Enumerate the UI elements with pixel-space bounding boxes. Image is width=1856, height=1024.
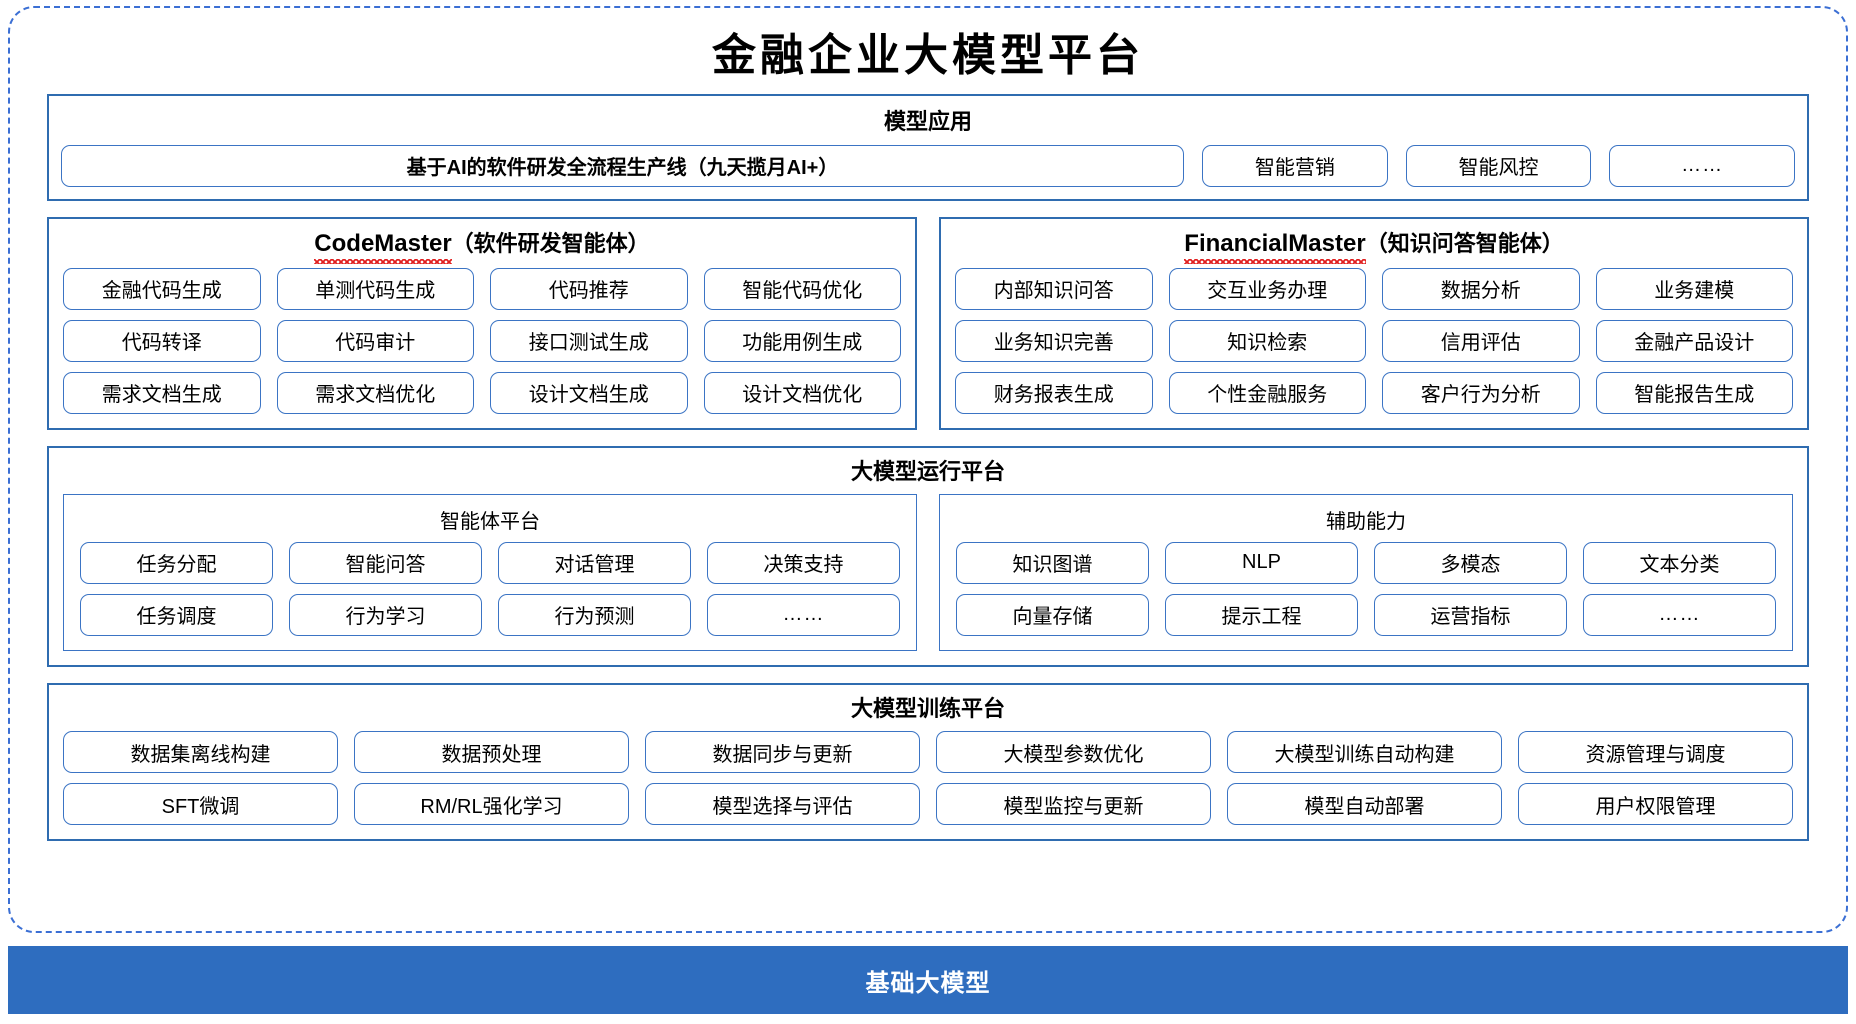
chip-design-doc-gen[interactable]: 设计文档生成 [490,371,688,414]
financialmaster-cn-name: （知识问答智能体） [1365,230,1564,256]
section-title-training-platform: 大模型训练平台 [850,695,1005,721]
chip-design-doc-optimize[interactable]: 设计文档优化 [703,371,901,414]
chip-sft-finetune[interactable]: SFT微调 [63,783,338,826]
chip-operation-metrics[interactable]: 运营指标 [1374,593,1567,636]
auxiliary-row-2: 向量存储 提示工程 运营指标 …… [956,593,1776,636]
agent-platform-row-1: 任务分配 智能问答 对话管理 决策支持 [80,541,900,584]
app-chip-ai-pipeline[interactable]: 基于AI的软件研发全流程生产线（九天揽月AI+） [61,144,1184,187]
chip-financial-report-gen[interactable]: 财务报表生成 [955,371,1153,414]
model-application-row: 基于AI的软件研发全流程生产线（九天揽月AI+） 智能营销 智能风控 …… [61,144,1796,187]
app-chip-smart-risk-control[interactable]: 智能风控 [1405,144,1592,187]
codemaster-row-3: 需求文档生成 需求文档优化 设计文档生成 设计文档优化 [63,371,901,414]
chip-behavior-learning[interactable]: 行为学习 [289,593,482,636]
subpanel-title-agent-platform: 智能体平台 [440,510,540,533]
chip-task-allocation[interactable]: 任务分配 [80,541,273,584]
runtime-subpanels: 智能体平台 任务分配 智能问答 对话管理 决策支持 任务调度 行为学习 行为预测… [63,493,1793,651]
chip-internal-knowledge-qa[interactable]: 内部知识问答 [955,267,1153,310]
subpanel-agent-platform: 智能体平台 任务分配 智能问答 对话管理 决策支持 任务调度 行为学习 行为预测… [63,493,917,651]
financialmaster-row-3: 财务报表生成 个性金融服务 客户行为分析 智能报告生成 [955,371,1793,414]
chip-code-audit[interactable]: 代码审计 [276,319,474,362]
chip-code-recommend[interactable]: 代码推荐 [490,267,688,310]
chip-model-monitor-update[interactable]: 模型监控与更新 [936,783,1211,826]
chip-vector-store[interactable]: 向量存储 [956,593,1149,636]
chip-smart-qa[interactable]: 智能问答 [289,541,482,584]
chip-api-test-gen[interactable]: 接口测试生成 [490,319,688,362]
chip-dataset-offline-build[interactable]: 数据集离线构建 [63,731,338,774]
auxiliary-row-1: 知识图谱 NLP 多模态 文本分类 [956,541,1776,584]
chip-rm-rl-reinforcement[interactable]: RM/RL强化学习 [354,783,629,826]
chip-customer-behavior-analysis[interactable]: 客户行为分析 [1382,371,1580,414]
chip-task-scheduling[interactable]: 任务调度 [80,593,273,636]
section-training-platform: 大模型训练平台 数据集离线构建 数据预处理 数据同步与更新 大模型参数优化 大模… [47,682,1809,842]
chip-behavior-prediction[interactable]: 行为预测 [498,593,691,636]
chip-data-analysis[interactable]: 数据分析 [1382,267,1580,310]
chip-agent-platform-more[interactable]: …… [707,593,900,636]
chip-data-preprocess[interactable]: 数据预处理 [354,731,629,774]
training-row-1: 数据集离线构建 数据预处理 数据同步与更新 大模型参数优化 大模型训练自动构建 … [63,731,1793,774]
chip-code-translate[interactable]: 代码转译 [63,319,261,362]
agent-platform-row-2: 任务调度 行为学习 行为预测 …… [80,593,900,636]
subpanel-auxiliary-capability: 辅助能力 知识图谱 NLP 多模态 文本分类 向量存储 提示工程 运营指标 …… [939,493,1793,651]
financialmaster-latin-name: FinancialMaster [1184,229,1367,264]
chip-text-classification[interactable]: 文本分类 [1583,541,1776,584]
platform-content: 金融企业大模型平台 模型应用 基于AI的软件研发全流程生产线（九天揽月AI+） … [47,16,1809,916]
chip-knowledge-graph[interactable]: 知识图谱 [956,541,1149,584]
chip-smart-report-gen[interactable]: 智能报告生成 [1595,371,1793,414]
chip-data-sync-update[interactable]: 数据同步与更新 [645,731,920,774]
app-chip-more[interactable]: …… [1609,144,1796,187]
base-model-bar: 基础大模型 [8,946,1848,1014]
section-model-application: 模型应用 基于AI的软件研发全流程生产线（九天揽月AI+） 智能营销 智能风控 … [47,94,1809,201]
codemaster-row-2: 代码转译 代码审计 接口测试生成 功能用例生成 [63,319,901,362]
chip-financial-product-design[interactable]: 金融产品设计 [1595,319,1793,362]
section-title-model-application: 模型应用 [883,109,972,135]
page-title: 金融企业大模型平台 [712,31,1144,80]
agent-sections: CodeMaster（软件研发智能体） 金融代码生成 单测代码生成 代码推荐 智… [47,216,1809,430]
chip-financial-code-gen[interactable]: 金融代码生成 [63,267,261,310]
chip-model-auto-deploy[interactable]: 模型自动部署 [1227,783,1502,826]
chip-resource-management-scheduling[interactable]: 资源管理与调度 [1518,731,1793,774]
codemaster-cn-name: （软件研发智能体） [451,230,650,256]
section-title-codemaster: CodeMaster（软件研发智能体） [63,225,901,268]
chip-auxiliary-more[interactable]: …… [1583,593,1776,636]
section-title-runtime-platform: 大模型运行平台 [850,458,1005,484]
codemaster-row-1: 金融代码生成 单测代码生成 代码推荐 智能代码优化 [63,267,901,310]
chip-business-knowledge-improve[interactable]: 业务知识完善 [955,319,1153,362]
training-row-2: SFT微调 RM/RL强化学习 模型选择与评估 模型监控与更新 模型自动部署 用… [63,783,1793,826]
chip-requirement-doc-gen[interactable]: 需求文档生成 [63,371,261,414]
codemaster-latin-name: CodeMaster [314,229,453,264]
chip-requirement-doc-optimize[interactable]: 需求文档优化 [276,371,474,414]
chip-training-auto-build[interactable]: 大模型训练自动构建 [1227,731,1502,774]
chip-smart-code-optimize[interactable]: 智能代码优化 [703,267,901,310]
chip-credit-assessment[interactable]: 信用评估 [1382,319,1580,362]
chip-personalized-finance-service[interactable]: 个性金融服务 [1168,371,1366,414]
section-runtime-platform: 大模型运行平台 智能体平台 任务分配 智能问答 对话管理 决策支持 任务调度 行… [47,445,1809,667]
section-title-financialmaster: FinancialMaster（知识问答智能体） [955,225,1793,268]
platform-outer-frame [8,6,1848,933]
chip-multimodal[interactable]: 多模态 [1374,541,1567,584]
chip-prompt-engineering[interactable]: 提示工程 [1165,593,1358,636]
subpanel-title-auxiliary-capability: 辅助能力 [1326,510,1406,533]
section-codemaster: CodeMaster（软件研发智能体） 金融代码生成 单测代码生成 代码推荐 智… [47,216,917,430]
chip-decision-support[interactable]: 决策支持 [707,541,900,584]
chip-unit-test-code-gen[interactable]: 单测代码生成 [276,267,474,310]
financialmaster-row-1: 内部知识问答 交互业务办理 数据分析 业务建模 [955,267,1793,310]
chip-user-permission-management[interactable]: 用户权限管理 [1518,783,1793,826]
chip-nlp[interactable]: NLP [1165,541,1358,584]
chip-dialogue-management[interactable]: 对话管理 [498,541,691,584]
chip-model-selection-evaluation[interactable]: 模型选择与评估 [645,783,920,826]
chip-model-param-optimize[interactable]: 大模型参数优化 [936,731,1211,774]
chip-functional-case-gen[interactable]: 功能用例生成 [703,319,901,362]
app-chip-smart-marketing[interactable]: 智能营销 [1202,144,1388,187]
chip-interactive-business[interactable]: 交互业务办理 [1168,267,1366,310]
chip-knowledge-retrieval[interactable]: 知识检索 [1168,319,1366,362]
chip-business-modeling[interactable]: 业务建模 [1595,267,1793,310]
financialmaster-row-2: 业务知识完善 知识检索 信用评估 金融产品设计 [955,319,1793,362]
section-financialmaster: FinancialMaster（知识问答智能体） 内部知识问答 交互业务办理 数… [939,216,1809,430]
